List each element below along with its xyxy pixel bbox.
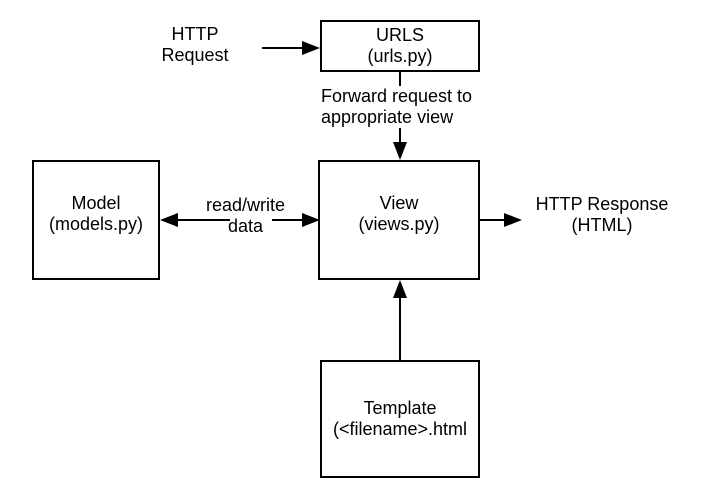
template-box-subtitle: (<filename>.html [332, 419, 468, 439]
urls-box-subtitle: (urls.py) [367, 46, 433, 66]
model-arrowhead-icon [160, 213, 178, 227]
template-box-title: Template [363, 398, 437, 418]
view-arrow-line [272, 219, 304, 221]
view-box-title: View [379, 193, 419, 213]
read-write-data-label: read/write data [205, 195, 286, 236]
view-arrowhead-icon [302, 213, 320, 227]
http-response-label: HTTP Response (HTML) [535, 194, 669, 235]
http-request-label: HTTP Request [161, 24, 229, 65]
model-box-title: Model [71, 193, 121, 213]
forward-request-label: Forward request to appropriate view [321, 86, 473, 128]
http-request-arrow-line [262, 47, 306, 49]
forward-arrowhead-icon [393, 142, 407, 160]
http-request-arrowhead-icon [302, 41, 320, 55]
view-box-subtitle: (views.py) [358, 214, 440, 234]
urls-box: URLS (urls.py) [320, 20, 480, 72]
response-arrow-line [480, 219, 506, 221]
model-box: Model (models.py) [32, 160, 160, 280]
urls-box-title: URLS [375, 25, 424, 45]
template-arrow-line [399, 296, 401, 360]
view-box: View (views.py) [318, 160, 480, 280]
model-box-subtitle: (models.py) [48, 214, 144, 234]
model-arrow-line [176, 219, 230, 221]
response-arrowhead-icon [504, 213, 522, 227]
template-box: Template (<filename>.html [320, 360, 480, 478]
template-arrowhead-icon [393, 280, 407, 298]
